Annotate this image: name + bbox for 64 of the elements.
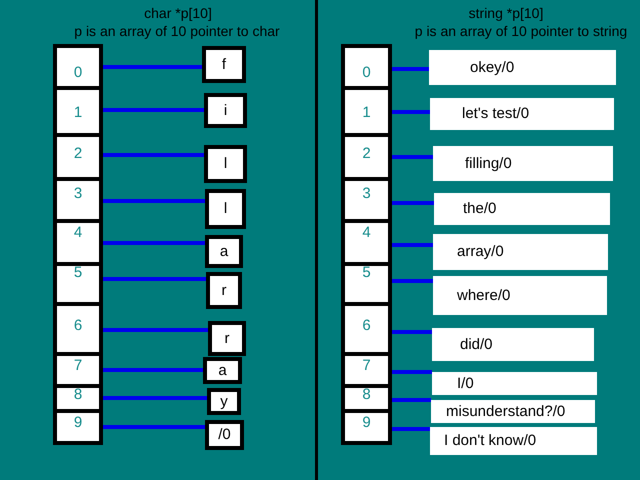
char-value: a bbox=[220, 244, 228, 260]
index-number: 9 bbox=[72, 415, 84, 431]
index-number: 1 bbox=[72, 105, 84, 121]
char-box bbox=[204, 93, 247, 128]
index-number: 0 bbox=[72, 65, 84, 81]
char-box bbox=[208, 321, 246, 356]
char-box bbox=[206, 272, 242, 309]
string-box bbox=[431, 400, 595, 423]
string-value: I/0 bbox=[457, 376, 474, 392]
string-box bbox=[432, 372, 597, 395]
index-number: 4 bbox=[361, 225, 372, 241]
index-number: 3 bbox=[361, 186, 372, 202]
index-number: 9 bbox=[361, 415, 372, 431]
index-number: 3 bbox=[72, 186, 84, 202]
string-box bbox=[430, 427, 597, 455]
char-value: /0 bbox=[218, 427, 231, 443]
index-number: 5 bbox=[361, 265, 372, 281]
char-box bbox=[207, 388, 241, 415]
description-text: p is an array of 10 pointer to string bbox=[414, 23, 628, 39]
string-value: let's test/0 bbox=[462, 106, 530, 122]
char-value: r bbox=[222, 282, 226, 298]
index-number: 4 bbox=[72, 225, 84, 241]
string-box bbox=[432, 328, 594, 361]
char-box bbox=[205, 235, 243, 268]
string-value: where/0 bbox=[457, 288, 510, 304]
string-box bbox=[433, 234, 608, 270]
char-value: i bbox=[224, 102, 228, 118]
index-number: 8 bbox=[361, 387, 372, 403]
index-number: 2 bbox=[361, 146, 372, 162]
char-value: l bbox=[224, 201, 228, 217]
string-box bbox=[433, 276, 607, 315]
index-number: 0 bbox=[361, 65, 372, 81]
description-text: p is an array of 10 pointer to char bbox=[74, 23, 280, 39]
string-value: okey/0 bbox=[470, 60, 514, 76]
index-number: 2 bbox=[72, 146, 84, 162]
string-value: array/0 bbox=[457, 244, 504, 260]
string-value: filling/0 bbox=[465, 156, 512, 172]
index-number: 6 bbox=[72, 318, 84, 334]
string-box bbox=[430, 98, 614, 130]
char-box bbox=[205, 420, 244, 450]
declaration-heading: char *p[10] bbox=[144, 5, 212, 21]
string-box bbox=[429, 50, 616, 85]
char-value: a bbox=[218, 362, 227, 378]
char-box bbox=[205, 189, 246, 229]
index-number: 7 bbox=[361, 358, 372, 374]
index-number: 7 bbox=[72, 358, 84, 374]
char-box bbox=[202, 46, 246, 83]
declaration-heading: string *p[10] bbox=[468, 5, 544, 21]
char-value: f bbox=[222, 56, 226, 72]
string-box bbox=[434, 193, 610, 225]
index-number: 1 bbox=[361, 105, 372, 121]
index-number: 8 bbox=[72, 387, 84, 403]
char-value: r bbox=[224, 330, 230, 346]
string-box bbox=[433, 146, 613, 181]
string-value: the/0 bbox=[463, 201, 496, 217]
string-value: I don't know/0 bbox=[444, 433, 536, 449]
char-value: l bbox=[224, 156, 228, 172]
char-box bbox=[204, 145, 247, 183]
string-value: misunderstand?/0 bbox=[446, 404, 566, 420]
index-number: 6 bbox=[361, 318, 372, 334]
string-value: did/0 bbox=[460, 336, 493, 352]
char-box bbox=[203, 357, 242, 384]
char-value: y bbox=[220, 394, 228, 410]
index-number: 5 bbox=[72, 265, 84, 281]
